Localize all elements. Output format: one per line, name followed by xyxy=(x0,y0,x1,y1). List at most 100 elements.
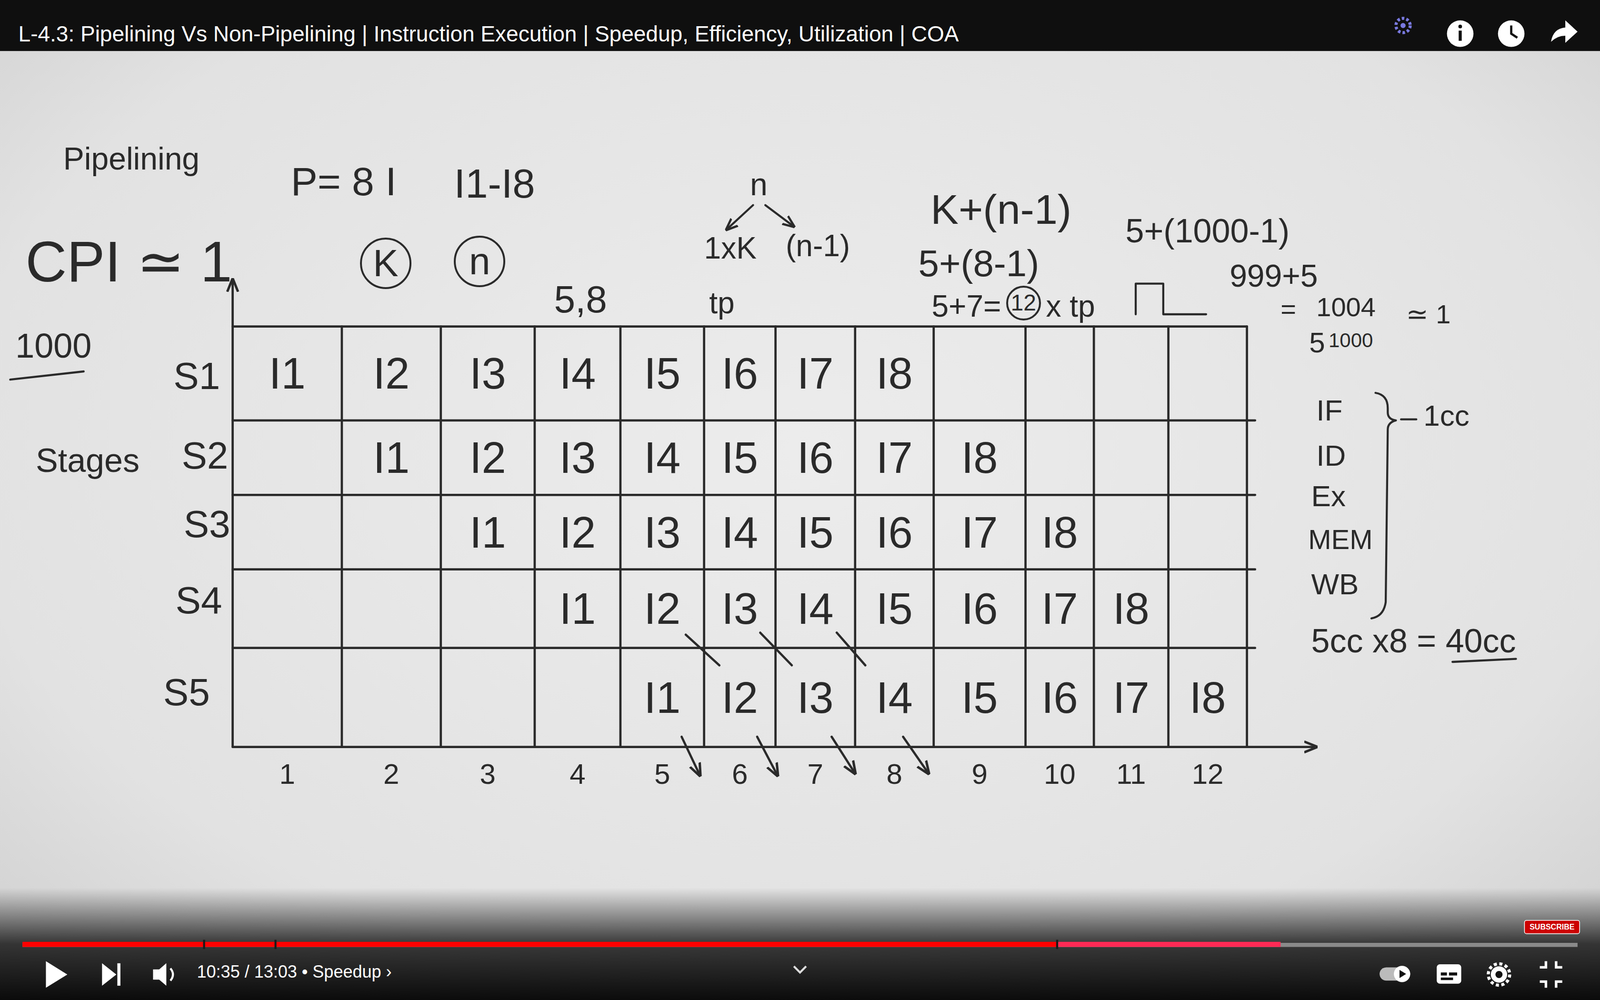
brace-dash xyxy=(1400,418,1417,421)
instruction-cell: I7 xyxy=(1112,675,1150,720)
video-title: L-4.3: Pipelining Vs Non-Pipelining | In… xyxy=(18,22,960,45)
instruction-cell: I2 xyxy=(643,586,681,631)
count-note: 1000 xyxy=(15,328,92,363)
instruction-cell: I2 xyxy=(372,351,410,396)
instruction-cell: I7 xyxy=(1041,586,1079,631)
completion-arrow xyxy=(902,736,929,774)
instruction-cell: I2 xyxy=(559,510,596,555)
info-icon xyxy=(1447,20,1474,48)
time-tick: 3 xyxy=(480,760,496,789)
formula-note: 5+(8-1) xyxy=(918,244,1040,282)
instruction-cell: I3 xyxy=(721,586,759,631)
time-tick: 12 xyxy=(1191,760,1224,789)
next-icon xyxy=(117,963,120,986)
flow-stroke xyxy=(685,634,720,666)
player-controls xyxy=(22,920,1580,988)
instruction-cell: I4 xyxy=(559,351,596,396)
grid-line xyxy=(1024,326,1027,748)
instruction-cell: I6 xyxy=(876,510,913,555)
instruction-cell: I1 xyxy=(372,435,410,480)
time-tick: 11 xyxy=(1116,760,1146,789)
instruction-cell: I5 xyxy=(961,675,999,720)
formula-note: (n-1) xyxy=(785,230,850,261)
formula-note: 5+7= xyxy=(931,290,1001,322)
instruction-cell: I8 xyxy=(961,435,999,480)
instruction-cell: I4 xyxy=(797,586,834,631)
grid-line xyxy=(1092,326,1096,748)
instruction-cell: I6 xyxy=(961,586,999,631)
autoplay-toggle xyxy=(1399,970,1407,979)
cycle-note: 1cc xyxy=(1423,400,1470,431)
stage-label: S1 xyxy=(173,357,220,396)
time-tick: 2 xyxy=(383,760,400,789)
circled-symbol: K xyxy=(360,237,412,290)
grid-line xyxy=(702,326,706,748)
grid-line xyxy=(1167,326,1170,748)
chevron-icon xyxy=(793,966,807,973)
instruction-cell: I5 xyxy=(876,586,913,631)
captions-icon xyxy=(1440,977,1454,980)
instruction-cell: I4 xyxy=(721,510,759,555)
instruction-cell: I8 xyxy=(876,351,913,396)
next-icon xyxy=(101,963,117,986)
instruction-cell: I6 xyxy=(721,351,759,396)
time-tick: 8 xyxy=(886,760,903,789)
instruction-cell: I3 xyxy=(643,510,681,555)
stage-label: S3 xyxy=(183,505,231,544)
time-tick: 7 xyxy=(807,760,823,789)
instruction-cell: I2 xyxy=(721,675,759,720)
instruction-cell: I4 xyxy=(876,675,913,720)
stage-label: S2 xyxy=(181,436,229,475)
instruction-cell: I2 xyxy=(469,435,507,480)
chapter-gap xyxy=(202,940,205,950)
cpi-note: CPI ≃ 1 xyxy=(25,232,233,290)
time-display: 10:35 / 13:03 • Speedup › xyxy=(197,963,392,981)
instruction-cell: I7 xyxy=(797,351,834,396)
completion-arrow xyxy=(681,736,700,776)
chapter-gap xyxy=(1056,940,1059,950)
time-tick: 1 xyxy=(279,760,296,789)
formula-note: 5+(1000-1) xyxy=(1125,214,1290,248)
title-bar xyxy=(0,0,1600,51)
curly-brace xyxy=(1371,392,1396,619)
formula-note: P= 8 I xyxy=(290,161,397,202)
measured-marks xyxy=(1452,659,1516,662)
time-tick: 4 xyxy=(569,760,586,789)
stage-name: WB xyxy=(1311,569,1360,600)
volume-icon xyxy=(152,963,167,986)
gear-icon xyxy=(1395,18,1410,33)
info-icon xyxy=(1458,30,1462,41)
grid-line xyxy=(533,326,537,748)
instruction-cell: I5 xyxy=(797,510,834,555)
control-shade xyxy=(0,887,1600,1000)
flow-stroke xyxy=(836,632,866,666)
captions-icon xyxy=(1449,972,1458,976)
time-axis xyxy=(232,745,1317,749)
grid-line xyxy=(232,419,1256,422)
grid-line xyxy=(932,326,935,748)
board-strokes xyxy=(10,205,1417,619)
stage-name: MEM xyxy=(1308,525,1373,554)
settings-icon xyxy=(1490,966,1508,983)
stage-name: Ex xyxy=(1311,481,1346,511)
instruction-cell: I1 xyxy=(469,510,507,555)
info-icon xyxy=(1458,24,1463,29)
instruction-cell: I1 xyxy=(643,675,681,720)
formula-note: 1xK xyxy=(704,232,757,264)
progress-played xyxy=(22,941,1058,948)
formula-note: 5 xyxy=(1309,328,1325,358)
pipeline-grid xyxy=(232,279,1317,776)
formula-note: 999+5 xyxy=(1229,260,1318,292)
range-note: I1-I8 xyxy=(454,163,536,204)
formula-note: 1000 xyxy=(1328,330,1373,351)
stage-label: S4 xyxy=(175,581,223,620)
grid-line xyxy=(853,326,857,748)
instruction-cell: I3 xyxy=(469,351,507,396)
grid-line xyxy=(1245,326,1249,748)
grid-line xyxy=(619,326,622,748)
instruction-cell: I8 xyxy=(1112,586,1150,631)
time-tick: 10 xyxy=(1043,760,1076,789)
